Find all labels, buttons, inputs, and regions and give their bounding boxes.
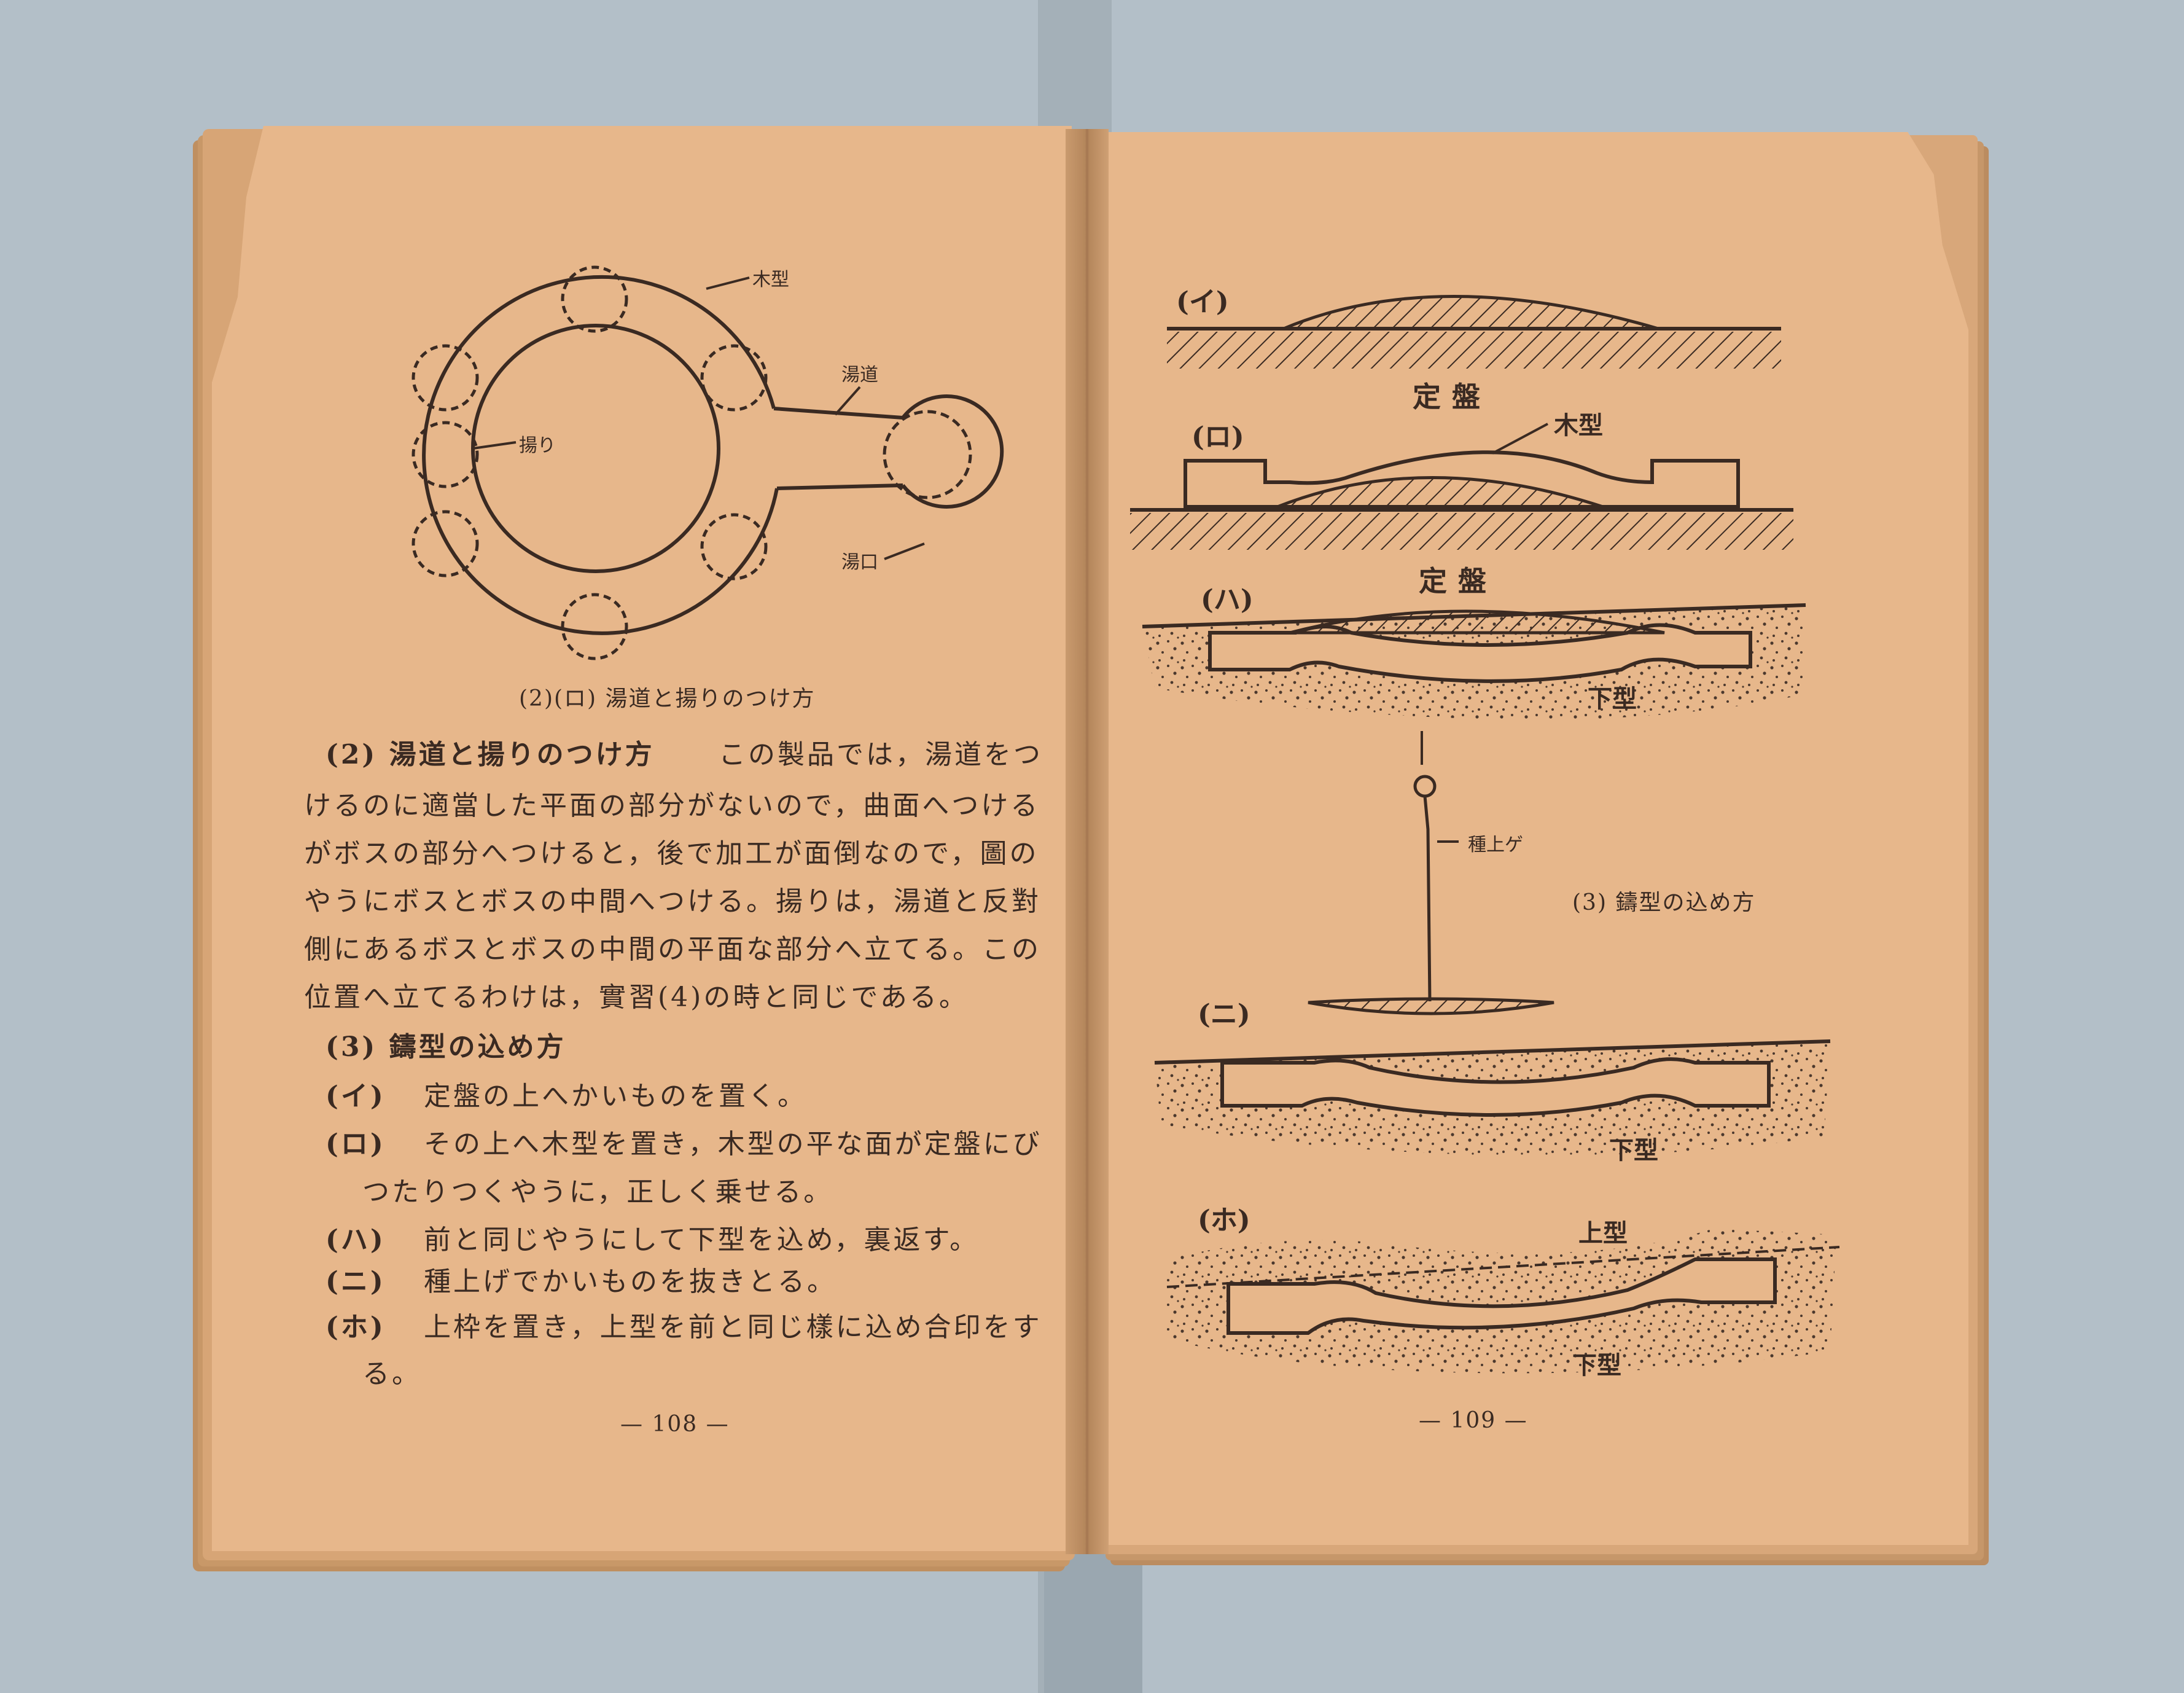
label-sprue: 湯口 <box>841 552 878 573</box>
page-number-right: — 109 — <box>1419 1408 1528 1433</box>
lower-mold-label-1: 下型 <box>1588 684 1637 713</box>
wood-pattern-label: 木型 <box>1554 411 1603 440</box>
step-text-ro: その上へ木型を置き，木型の平な面が定盤にび <box>424 1128 1042 1160</box>
step-label-ha: (ハ) <box>326 1224 386 1256</box>
step-text-ho-cont: る。 <box>362 1358 421 1390</box>
panel-label-ro: (ロ) <box>1191 421 1244 453</box>
upper-mold-label: 上型 <box>1578 1219 1628 1248</box>
right-figure-caption: (3) 鑄型の込め方 <box>1572 890 1756 915</box>
surface-plate-label-1: 定盤 <box>1413 380 1491 413</box>
step-label-ro: (ロ) <box>326 1128 386 1160</box>
paragraph-line-3: がボスの部分へつけると，後で加工が面倒なので，圖の <box>304 838 1039 869</box>
paragraph-line-6: 位置へ立てるわけは，實習(4)の時と同じである。 <box>304 982 969 1013</box>
label-riser: 揚り <box>519 435 556 456</box>
panel-label-i: (イ) <box>1176 286 1229 318</box>
panel-label-ni: (ニ) <box>1198 999 1250 1030</box>
step-text-ho: 上枠を置き，上型を前と同じ樣に込め合印をす <box>424 1312 1042 1343</box>
seed-lifter-label: 種上ゲ <box>1468 834 1523 856</box>
label-wood-pattern: 木型 <box>752 269 789 291</box>
lower-mold-label-3: 下型 <box>1572 1351 1621 1380</box>
paragraph-line-5: 側にあるボスとボスの中間の平面な部分へ立てる。この <box>304 934 1041 965</box>
label-runner: 湯道 <box>841 364 878 386</box>
section2-heading: (2) 湯道と揚りのつけ方 <box>326 739 655 770</box>
step-text-ha: 前と同じやうにして下型を込め，裏返す。 <box>424 1224 980 1256</box>
paragraph-line-4: やうにボスとボスの中間へつける。揚りは，湯道と反對 <box>304 886 1041 917</box>
left-figure-caption: (2)(ロ) 湯道と揚りのつけ方 <box>519 686 816 711</box>
page-number-left: — 108 — <box>620 1412 730 1437</box>
step-text-i: 定盤の上へかいものを置く。 <box>424 1081 807 1112</box>
book-gutter <box>1066 129 1109 1554</box>
step-text-ro-cont: つたりつくやうに，正しく乗せる。 <box>362 1176 833 1208</box>
step-label-ni: (ニ) <box>326 1266 386 1297</box>
paragraph-line-2: けるのに適當した平面の部分がないので，曲面へつける <box>304 790 1040 821</box>
step-label-ho: (ホ) <box>326 1312 386 1343</box>
left-page <box>212 126 1072 1551</box>
panel-label-ha: (ハ) <box>1201 584 1254 616</box>
lower-mold-label-2: 下型 <box>1609 1136 1658 1165</box>
step-label-i: (イ) <box>326 1081 386 1112</box>
surface-plate-label-2: 定盤 <box>1419 565 1497 598</box>
section3-heading: (3) 鑄型の込め方 <box>326 1031 566 1063</box>
step-text-ni: 種上げでかいものを抜きとる。 <box>424 1266 837 1297</box>
panel-label-ho: (ホ) <box>1198 1205 1250 1236</box>
paragraph-line-1: この製品では，湯道をつ <box>719 739 1043 770</box>
